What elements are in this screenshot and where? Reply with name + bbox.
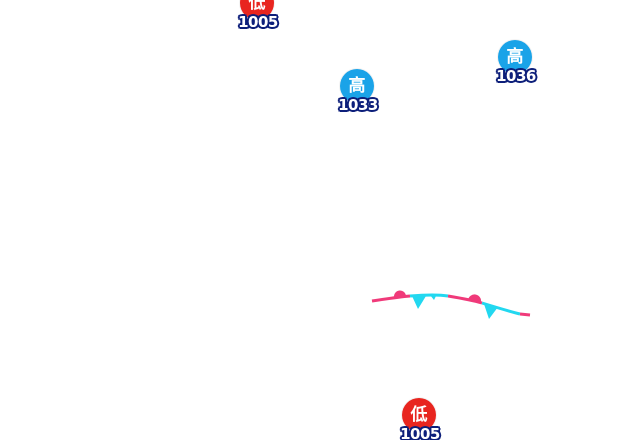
- low-pressure-icon: 低: [240, 0, 274, 20]
- pressure-value: 1005: [400, 425, 440, 440]
- low-pressure-center[interactable]: 低 1005: [390, 398, 450, 440]
- pressure-value: 1033: [338, 96, 378, 114]
- cold-front-triangle: [430, 295, 436, 300]
- cold-front-triangle: [484, 304, 498, 319]
- warm-front-segment: [371, 294, 411, 303]
- warm-front-semicircle: [468, 294, 482, 302]
- cold-front-segment: [481, 301, 521, 316]
- low-pressure-center[interactable]: 低 1005: [228, 0, 288, 48]
- high-pressure-icon: 高: [498, 40, 532, 74]
- warm-front-segment: [519, 312, 531, 317]
- warm-front-semicircle: [393, 290, 406, 297]
- cold-front-segment: [409, 293, 449, 298]
- high-pressure-center[interactable]: 高 1033: [328, 69, 388, 131]
- low-pressure-icon: 低: [402, 398, 436, 432]
- pressure-value: 1005: [238, 13, 278, 31]
- cold-front-triangle: [412, 296, 426, 309]
- high-pressure-center[interactable]: 高 1036: [486, 40, 546, 102]
- pressure-value: 1036: [496, 67, 536, 85]
- warm-front-segment: [447, 294, 483, 305]
- high-pressure-icon: 高: [340, 69, 374, 103]
